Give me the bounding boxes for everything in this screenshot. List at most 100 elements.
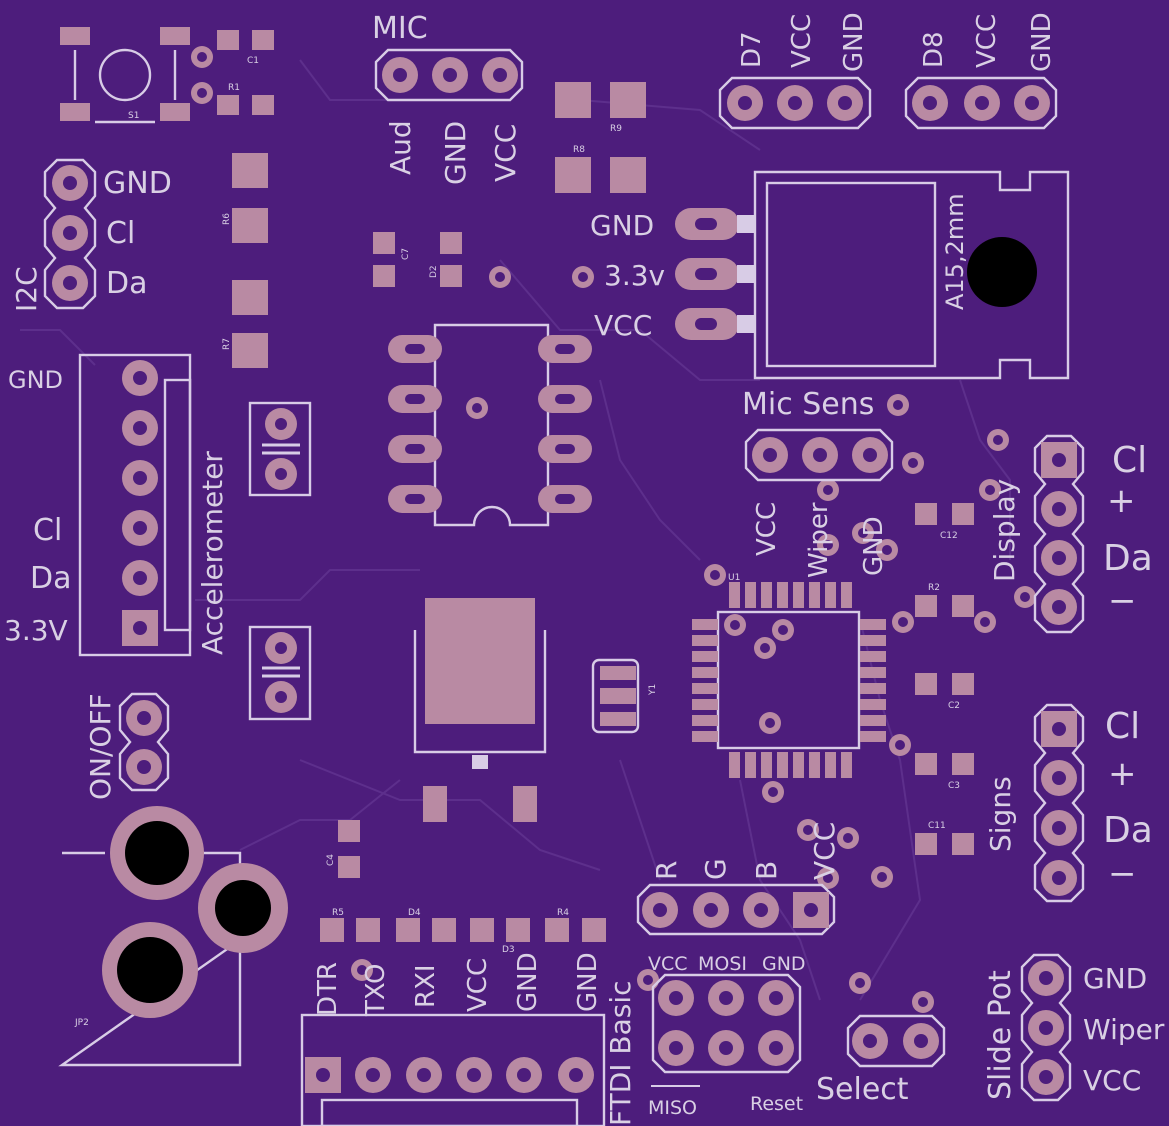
ref-y1: Y1 (648, 684, 658, 696)
signs-pin-cl: Cl (1105, 706, 1140, 747)
ref-d2: D2 (429, 265, 439, 278)
r2: R2 (915, 583, 974, 617)
mic-header: MIC Aud GND VCC (372, 11, 524, 185)
crystal-y1: Y1 (591, 658, 658, 734)
isp-header: VCC MOSI GND MISO Reset (648, 953, 806, 1119)
ref-jp2: JP2 (74, 1018, 89, 1028)
select-label: Select (816, 1072, 909, 1107)
reg-pin-vcc: VCC (594, 309, 652, 342)
mic-sens-title: Mic Sens (742, 387, 874, 422)
mic-sens-header: Mic Sens VCC Wiper GND (742, 387, 894, 578)
isp-pin-gnd: GND (762, 953, 806, 975)
signs-header: Cl + Da − Signs (984, 703, 1153, 903)
isp-pin-miso: MISO (648, 1097, 697, 1119)
u1-pad-right (860, 651, 886, 662)
slide-pot-pin-vcc: VCC (1083, 1064, 1141, 1097)
mic-pin-gnd: GND (439, 121, 472, 185)
rgb-pin-vcc: VCC (808, 822, 841, 880)
ref-r2: R2 (928, 583, 940, 593)
i2c-title: I2C (10, 266, 43, 312)
mic-sens-pin-gnd: GND (859, 516, 889, 576)
jumper-lower (248, 625, 312, 721)
isp-pin-mosi: MOSI (698, 953, 747, 975)
ftdi-pin-vcc: VCC (463, 958, 493, 1012)
on-off-header: ON/OFF (84, 692, 170, 800)
u1-pad-bottom (777, 752, 788, 778)
rgb-pin-g: G (699, 858, 732, 880)
c2: C2 (915, 673, 974, 711)
ref-r1: R1 (228, 83, 240, 93)
u1-pad-top (825, 582, 836, 608)
reg-pin-3v3: 3.3v (604, 259, 665, 292)
u1-pad-bottom (841, 752, 852, 778)
ftdi-pin-gnd1: GND (513, 952, 543, 1012)
u1-pad-left (692, 715, 718, 726)
reg-part: A15,2mm (941, 193, 969, 310)
rgb-pin-r: R (650, 861, 683, 880)
isp-pin-vcc: VCC (648, 953, 688, 975)
u1-pad-left (692, 635, 718, 646)
mic-pin-vcc: VCC (489, 124, 522, 182)
display-pin-cl: Cl (1112, 440, 1147, 481)
display-header: Cl + Da − Display (988, 434, 1153, 634)
u1-pad-bottom (809, 752, 820, 778)
misc-vias (351, 266, 1036, 1013)
u1-pad-bottom (729, 752, 740, 778)
c3: C3 (915, 753, 974, 791)
u1-pad-left (692, 731, 718, 742)
u1-pad-top (809, 582, 820, 608)
ftdi-pin-txo: TXO (361, 964, 391, 1018)
slide-pot-pin-wiper: Wiper (1083, 1013, 1165, 1046)
i2c-header: GND Cl Da I2C (10, 158, 172, 312)
ref-r4: R4 (557, 908, 569, 918)
smd-tab-component (413, 598, 547, 822)
display-title: Display (988, 479, 1021, 582)
u1-pad-right (860, 731, 886, 742)
slide-pot-title: Slide Pot (983, 970, 1018, 1100)
i2c-pin-gnd: GND (103, 166, 172, 201)
ref-c12: C12 (940, 531, 958, 541)
select-header: Select (816, 1014, 946, 1107)
u1-pad-left (692, 619, 718, 630)
on-off-label: ON/OFF (84, 693, 117, 800)
rgb-header: R G B VCC (636, 822, 841, 936)
led-row: R5 D4 D3 R4 (320, 908, 606, 955)
signs-pin-plus: + (1108, 754, 1137, 794)
signs-pin-minus: − (1108, 854, 1137, 894)
ftdi-pin-rxi: RXI (411, 964, 441, 1008)
accel-pin-gnd: GND (8, 366, 63, 394)
c12: C12 (915, 503, 974, 541)
u1-pad-top (761, 582, 772, 608)
d7-pin-d7: D7 (737, 31, 767, 68)
d7-pin-gnd: GND (839, 12, 869, 72)
accelerometer-header: GND Cl Da 3.3V Accelerometer (4, 353, 229, 657)
ref-r8: R8 (573, 145, 585, 155)
signs-title: Signs (984, 776, 1017, 852)
u1-pad-left (692, 667, 718, 678)
c7-d2: C7 D2 (373, 232, 462, 287)
resistor-r1: R1 (217, 83, 274, 115)
d7-pin-vcc: VCC (787, 14, 817, 68)
ftdi-pin-gnd2: GND (573, 952, 603, 1012)
cap-c1: C1 (217, 30, 274, 66)
accel-pin-3v3: 3.3V (4, 614, 68, 647)
i2c-pin-da: Da (106, 266, 147, 301)
ftdi-header: DTR TXO RXI VCC GND GND FTDI Basic (300, 952, 637, 1126)
u1-pad-right (860, 619, 886, 630)
u1-pad-bottom (761, 752, 772, 778)
signs-pin-da: Da (1103, 810, 1153, 851)
ref-d4: D4 (408, 908, 421, 918)
rgb-pin-b: B (750, 861, 783, 880)
ref-r6: R6 (222, 213, 232, 225)
ref-c7: C7 (401, 248, 411, 260)
u1-pad-top (745, 582, 756, 608)
u1-pad-right (860, 683, 886, 694)
u1-pad-top (841, 582, 852, 608)
isp-pin-reset: Reset (750, 1093, 803, 1115)
slide-pot-pin-gnd: GND (1083, 962, 1147, 995)
ref-c11: C11 (928, 821, 946, 831)
ref-c1: C1 (247, 56, 259, 66)
mic-title: MIC (372, 11, 428, 46)
